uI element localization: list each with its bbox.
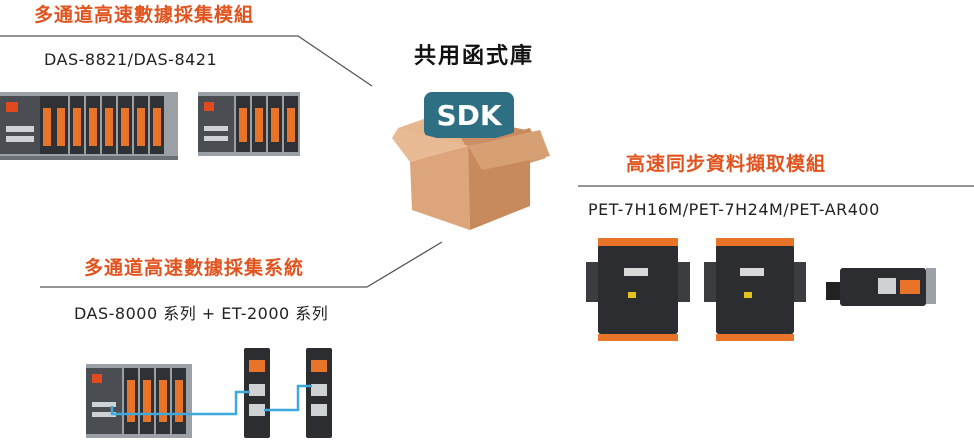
- pet-ar400-device-icon: [826, 268, 936, 306]
- sync-module-models: PET-7H16M/PET-7H24M/PET-AR400: [588, 200, 880, 219]
- connector-line-top-left: [0, 35, 373, 87]
- et-2000-module-icon: [244, 348, 270, 438]
- das-8421-device-icon: [198, 92, 300, 156]
- connector-line-bottom-left: [40, 241, 443, 288]
- das-system-models: DAS-8000 系列 + ET-2000 系列: [74, 304, 329, 323]
- sdk-box-icon: [392, 92, 550, 230]
- et-2000-module-icon: [306, 348, 332, 438]
- das-system-title: 多通道高速數據採集系統: [84, 257, 305, 279]
- pet-7h16m-device-icon: [586, 238, 690, 341]
- network-cable: [110, 390, 250, 416]
- shared-library-title: 共用函式庫: [414, 44, 535, 69]
- network-cable: [264, 384, 312, 412]
- sdk-badge-label: SDK: [436, 99, 502, 132]
- pet-7h24m-device-icon: [704, 238, 806, 341]
- das-module-title: 多通道高速數據採集模組: [34, 4, 255, 26]
- das-8821-device-icon: [0, 92, 178, 160]
- das-8000-system-icon: [86, 364, 192, 438]
- das-module-models: DAS-8821/DAS-8421: [44, 50, 218, 69]
- sync-module-title: 高速同步資料擷取模組: [626, 153, 827, 175]
